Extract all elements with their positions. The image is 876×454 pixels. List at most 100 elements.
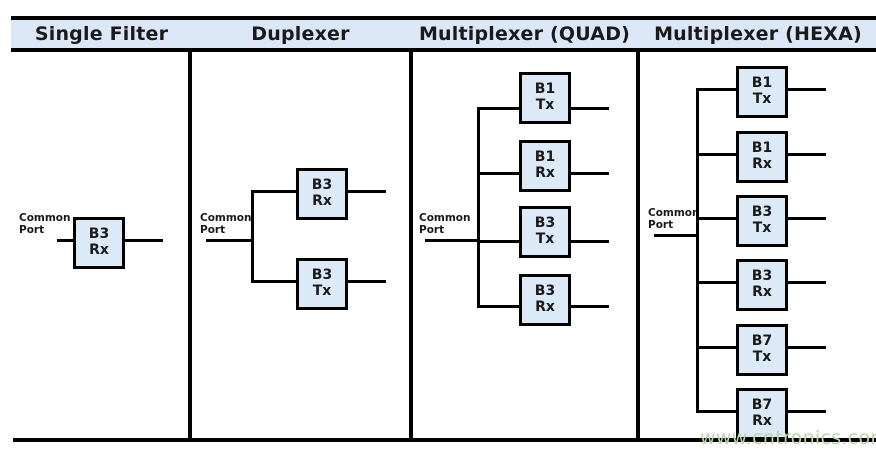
wire-branch-1	[251, 190, 296, 193]
filter-box-band: B3	[534, 283, 556, 300]
filter-box-path: Rx	[312, 193, 332, 209]
filter-box-path: Tx	[535, 231, 555, 247]
common-port-label-line2: Port	[419, 224, 445, 237]
common-port-label-line1: Common	[200, 212, 252, 224]
filter-box-path: Tx	[752, 220, 772, 236]
wire-out-b3-tx	[788, 217, 826, 220]
wire-out-b1-tx	[788, 88, 826, 91]
diagram-single-filter: Common Port B3 Rx	[15, 52, 188, 438]
filter-box-b1-rx: B1 Rx	[519, 140, 571, 192]
wire-split-bus	[251, 190, 254, 283]
wire-out-b7-tx	[788, 346, 826, 349]
wire-out-b3-rx	[571, 305, 609, 308]
wire-common-in	[57, 239, 73, 242]
common-port-label-line2: Port	[19, 224, 45, 237]
wire-split-bus-lower	[696, 234, 699, 413]
filter-box-b7-tx: B7 Tx	[736, 324, 788, 376]
wire-out-b3-rx	[125, 239, 163, 242]
wire-split-bus	[696, 88, 699, 237]
filter-box-band: B1	[751, 140, 773, 157]
filter-box-b7-rx: B7 Rx	[736, 388, 788, 440]
filter-box-b1-tx: B1 Tx	[519, 72, 571, 124]
table-header-band	[11, 20, 876, 48]
filter-box-b1-tx: B1 Tx	[736, 66, 788, 118]
filter-box-band: B1	[534, 149, 556, 166]
filter-box-path: Rx	[89, 242, 109, 258]
column-divider-2	[409, 16, 413, 442]
filter-box-band: B3	[311, 177, 333, 194]
common-port-label-line2: Port	[648, 219, 674, 232]
wire-out-b3-rx	[788, 281, 826, 284]
filter-box-b3-tx: B3 Tx	[736, 195, 788, 247]
common-port-label-line1: Common	[648, 207, 700, 219]
common-port-label: Common Port	[648, 207, 700, 232]
filter-box-path: Rx	[752, 284, 772, 300]
filter-box-path: Tx	[752, 91, 772, 107]
wire-out-b1-tx	[571, 107, 609, 110]
wire-branch-4	[477, 305, 519, 308]
filter-box-path: Tx	[752, 349, 772, 365]
column-header-single-filter: Single Filter	[34, 23, 169, 45]
filter-box-path: Rx	[752, 156, 772, 172]
filter-box-band: B3	[88, 226, 110, 243]
wire-out-b3-tx	[348, 280, 386, 283]
filter-box-band: B3	[751, 268, 773, 285]
wire-branch-3	[696, 217, 736, 220]
table-header-bottom-border	[11, 48, 876, 52]
wire-common-in	[206, 239, 254, 242]
table-top-border	[11, 16, 876, 20]
filter-box-path: Rx	[535, 299, 555, 315]
filter-box-band: B1	[534, 81, 556, 98]
wire-branch-6	[696, 410, 736, 413]
filter-box-path: Rx	[535, 165, 555, 181]
filter-box-band: B7	[751, 333, 773, 350]
watermark-text: www.cntronics.com	[700, 427, 876, 449]
common-port-label-line1: Common	[419, 212, 471, 224]
diagram-duplexer: Common Port B3 Rx B3 Tx	[192, 52, 409, 438]
wire-branch-1	[477, 107, 519, 110]
wire-branch-2	[251, 280, 296, 283]
filter-box-b3-tx: B3 Tx	[296, 258, 348, 310]
column-divider-1	[188, 16, 192, 442]
diagram-multiplexer-quad: Common Port B1 Tx B1 Rx B3 Tx B3 Rx	[413, 52, 636, 438]
filter-box-b3-rx: B3 Rx	[296, 168, 348, 220]
wire-branch-5	[696, 346, 736, 349]
filter-box-path: Tx	[312, 283, 332, 299]
wire-branch-4	[696, 281, 736, 284]
filter-box-band: B3	[311, 267, 333, 284]
wire-out-b7-rx	[788, 410, 826, 413]
common-port-label: Common Port	[419, 212, 471, 237]
filter-box-band: B7	[751, 397, 773, 414]
filter-box-band: B3	[534, 215, 556, 232]
diagram-multiplexer-hexa: Common Port B1 Tx B1 Rx B3 Tx B3 Rx	[640, 52, 876, 440]
wire-common-in	[425, 239, 480, 242]
common-port-label: Common Port	[19, 212, 71, 237]
wire-split-bus	[477, 107, 480, 308]
filter-box-band: B3	[751, 204, 773, 221]
common-port-label-line1: Common	[19, 212, 71, 224]
column-header-multiplexer-quad: Multiplexer (QUAD)	[418, 23, 631, 45]
filter-box-path: Rx	[752, 413, 772, 429]
column-divider-3	[636, 16, 640, 442]
filter-box-b1-rx: B1 Rx	[736, 131, 788, 183]
common-port-label-line2: Port	[200, 224, 226, 237]
filter-box-b3-rx: B3 Rx	[736, 259, 788, 311]
wire-out-b3-tx	[571, 240, 609, 243]
filter-box-path: Tx	[535, 97, 555, 113]
wire-branch-2	[477, 172, 519, 175]
filter-box-b3-rx: B3 Rx	[519, 274, 571, 326]
common-port-label: Common Port	[200, 212, 252, 237]
wire-out-b1-rx	[788, 153, 826, 156]
wire-branch-1	[696, 88, 736, 91]
wire-common-in	[654, 234, 699, 237]
filter-box-band: B1	[751, 75, 773, 92]
table-bottom-border	[13, 438, 876, 442]
wire-out-b3-rx	[348, 190, 386, 193]
filter-box-b3-tx: B3 Tx	[519, 206, 571, 258]
column-header-multiplexer-hexa: Multiplexer (HEXA)	[654, 23, 862, 45]
wire-branch-3	[477, 240, 519, 243]
wire-out-b1-rx	[571, 172, 609, 175]
filter-box-b3-rx: B3 Rx	[73, 217, 125, 269]
column-header-duplexer: Duplexer	[251, 23, 350, 45]
